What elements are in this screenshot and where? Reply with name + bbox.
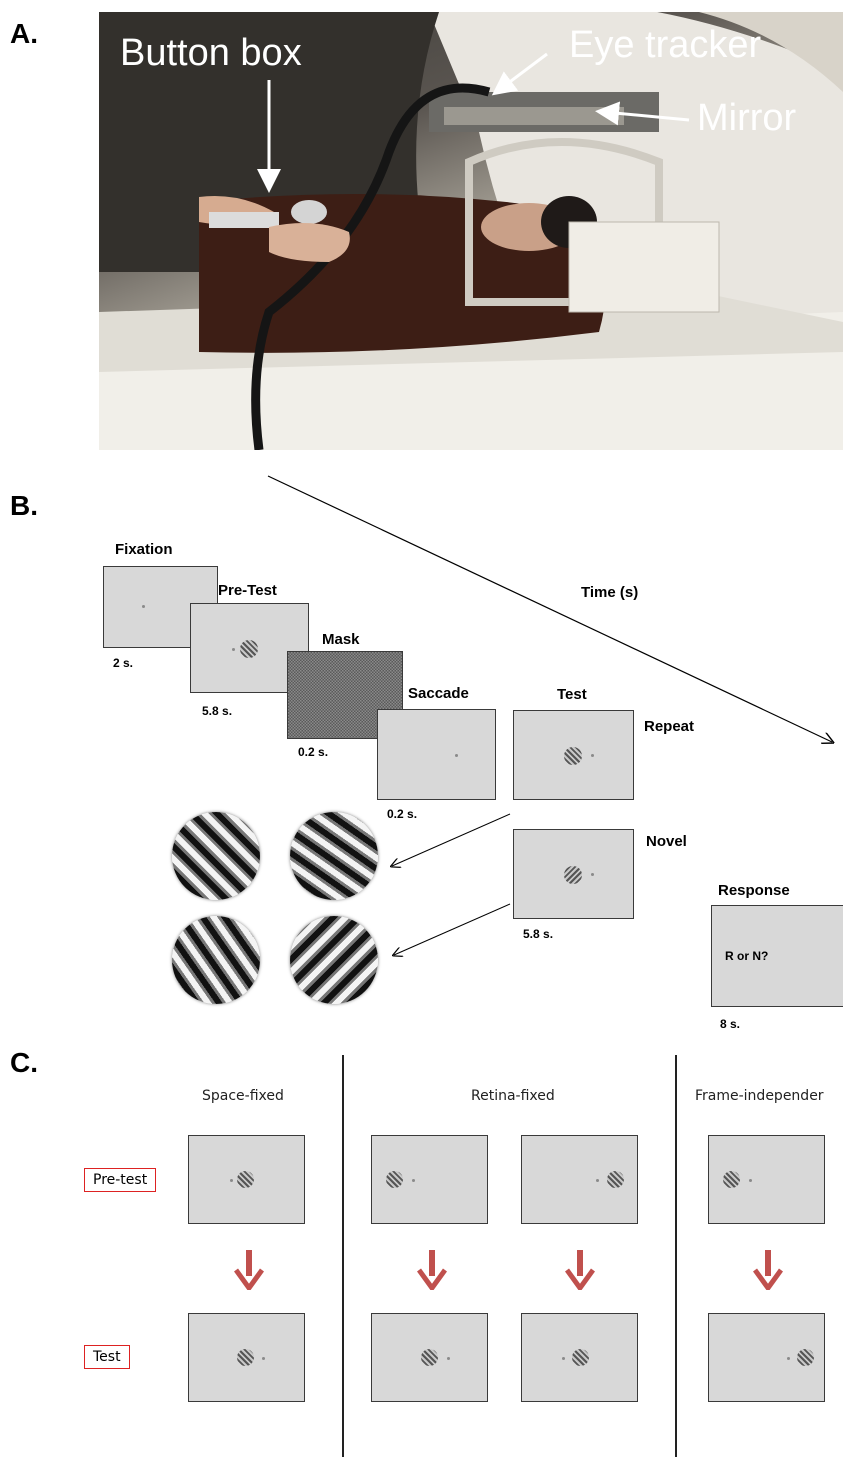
fixation-dot	[232, 648, 235, 651]
saccade-title: Saccade	[408, 685, 469, 702]
fixation-dot	[455, 754, 458, 757]
retina-fixed-a-pretest-screen	[371, 1135, 488, 1224]
space-fixed-pretest-screen	[188, 1135, 305, 1224]
eye-tracker-annotation: Eye tracker	[569, 24, 762, 66]
fixation-dot	[142, 605, 145, 608]
novel-grating-arrow	[394, 903, 511, 955]
panel-c-label: C.	[10, 1047, 38, 1078]
pretest-row-label: Pre-test	[84, 1168, 157, 1192]
frame-independent-test-screen	[708, 1313, 825, 1402]
grating-stimulus-2	[290, 812, 378, 900]
down-arrow-icon	[753, 1250, 783, 1290]
mask-duration: 0.2 s.	[298, 745, 329, 759]
column-divider-1	[342, 1055, 344, 1457]
repeat-grating-arrow	[392, 813, 511, 866]
mirror-arrow	[595, 101, 690, 126]
fixation-title: Fixation	[115, 541, 173, 558]
mri-scanner-photo: Button box Eye tracker Mirror	[99, 12, 843, 450]
grating-icon	[572, 1349, 589, 1366]
column-divider-2	[675, 1055, 677, 1457]
novel-grating-icon	[564, 866, 582, 884]
grating-stimulus-4	[290, 916, 378, 1004]
frame-independent-header: Frame-independer	[695, 1088, 824, 1104]
retina-fixed-b-test-screen	[521, 1313, 638, 1402]
grating-icon	[237, 1349, 254, 1366]
time-axis-label: Time (s)	[581, 584, 639, 601]
fixation-dot	[749, 1179, 752, 1182]
fixation-dot	[262, 1357, 265, 1360]
fixation-dot	[412, 1179, 415, 1182]
novel-screen	[513, 829, 634, 919]
grating-stimulus-3	[172, 916, 260, 1004]
test-title: Test	[557, 686, 587, 703]
retina-fixed-a-test-screen	[371, 1313, 488, 1402]
space-fixed-header: Space-fixed	[202, 1088, 284, 1104]
grating-icon	[723, 1171, 740, 1188]
response-title: Response	[718, 882, 790, 899]
panel-a-label: A.	[10, 18, 38, 49]
response-prompt: R or N?	[725, 949, 769, 963]
down-arrow-icon	[417, 1250, 447, 1290]
grating-icon	[607, 1171, 624, 1188]
fixation-dot	[591, 754, 594, 757]
button-box-annotation: Button box	[120, 32, 302, 74]
retina-fixed-b-pretest-screen	[521, 1135, 638, 1224]
pretest-duration: 5.8 s.	[202, 704, 233, 718]
grating-stimulus-1	[172, 812, 260, 900]
panel-b-label: B.	[10, 490, 38, 521]
retina-fixed-header: Retina-fixed	[471, 1088, 555, 1104]
fixation-dot	[596, 1179, 599, 1182]
photo-annotation-arrows	[257, 52, 690, 193]
grating-icon	[237, 1171, 254, 1188]
repeat-grating-icon	[564, 747, 582, 765]
fixation-dot	[787, 1357, 790, 1360]
down-arrow-icon	[565, 1250, 595, 1290]
fixation-dot	[591, 873, 594, 876]
response-screen: R or N?	[711, 905, 843, 1007]
fixation-dot	[447, 1357, 450, 1360]
repeat-title: Repeat	[644, 718, 695, 735]
pretest-grating-icon	[240, 640, 258, 658]
eye-tracker-arrow	[491, 52, 548, 96]
saccade-screen	[377, 709, 496, 800]
grating-icon	[386, 1171, 403, 1188]
scanner-scene	[99, 12, 843, 450]
fixation-dot	[562, 1357, 565, 1360]
repeat-screen	[513, 710, 634, 800]
novel-title: Novel	[646, 833, 687, 850]
time-arrow	[267, 475, 832, 742]
novel-duration: 5.8 s.	[523, 927, 554, 941]
pretest-title: Pre-Test	[218, 582, 277, 599]
down-arrow-icon	[234, 1250, 264, 1290]
fixation-duration: 2 s.	[113, 656, 134, 670]
response-duration: 8 s.	[720, 1017, 741, 1031]
grating-icon	[797, 1349, 814, 1366]
fixation-dot	[230, 1179, 233, 1182]
frame-independent-pretest-screen	[708, 1135, 825, 1224]
mask-title: Mask	[322, 631, 360, 648]
test-row-label: Test	[84, 1345, 130, 1369]
mirror-annotation: Mirror	[697, 97, 797, 139]
grating-icon	[421, 1349, 438, 1366]
saccade-duration: 0.2 s.	[387, 807, 418, 821]
space-fixed-test-screen	[188, 1313, 305, 1402]
